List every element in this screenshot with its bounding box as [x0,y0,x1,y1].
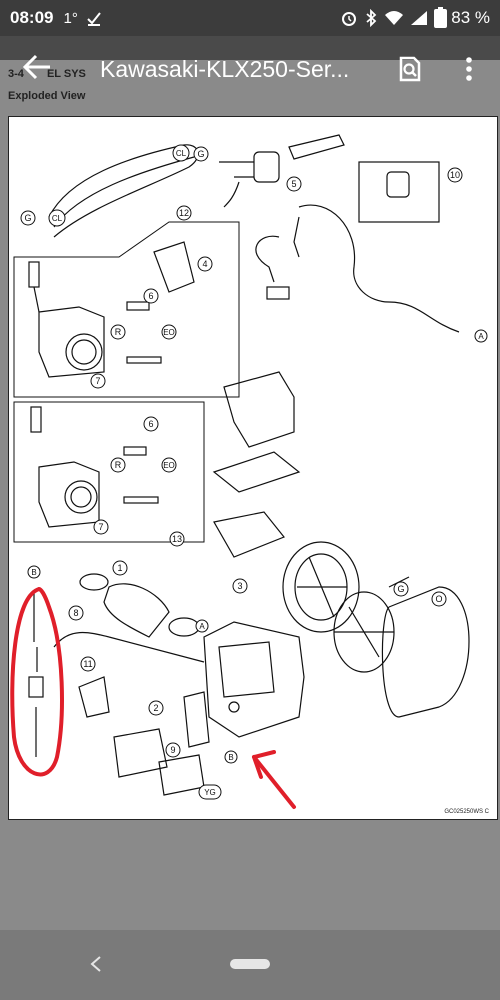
svg-text:CL: CL [176,149,187,158]
status-bar: 08:09 1° 83 % [0,0,500,36]
diagram-paper: 1 2 3 4 5 6 7 8 9 10 11 12 13 6 7 [8,116,498,820]
nav-home-pill[interactable] [230,959,270,969]
svg-text:1: 1 [117,563,122,573]
wifi-icon [385,11,404,25]
svg-text:CL: CL [52,214,63,223]
svg-text:A: A [199,622,205,631]
svg-text:12: 12 [179,208,189,218]
svg-text:A: A [478,332,484,341]
bluetooth-icon [366,9,377,27]
doc-section-number: 3-4 EL SYS [8,68,86,80]
svg-text:6: 6 [148,419,153,429]
svg-text:G: G [24,213,31,223]
battery-percent: 83 % [451,8,490,27]
svg-text:YG: YG [204,788,216,797]
navigation-bar [0,930,500,1000]
svg-text:11: 11 [83,659,92,669]
svg-text:13: 13 [172,534,182,544]
svg-text:4: 4 [202,259,207,269]
thermometer-icon: 1° [63,9,78,27]
status-time: 08:09 [10,8,54,27]
svg-text:O: O [435,594,442,604]
alarm-icon [342,12,357,26]
svg-text:3: 3 [237,581,242,591]
svg-text:5: 5 [291,179,296,189]
svg-text:7: 7 [95,376,100,386]
download-done-icon [87,12,101,26]
svg-text:10: 10 [450,170,460,180]
svg-text:2: 2 [153,703,158,713]
exploded-view-diagram: 1 2 3 4 5 6 7 8 9 10 11 12 13 6 7 [10,134,488,809]
svg-text:R: R [115,460,122,470]
search-in-document-icon[interactable] [397,56,423,82]
document-page[interactable]: 1 2 3 4 5 6 7 8 9 10 11 12 13 6 7 [0,108,500,930]
more-vert-icon[interactable] [462,56,476,82]
doc-subsection-title: Exploded View [8,90,86,102]
svg-text:7: 7 [98,522,103,532]
svg-text:G: G [397,584,404,594]
svg-text:B: B [228,753,233,762]
svg-text:EO: EO [163,328,175,337]
svg-text:8: 8 [73,608,78,618]
svg-text:6: 6 [148,291,153,301]
battery-icon [434,6,448,28]
back-arrow-icon[interactable] [22,52,52,82]
red-annotation-markup [10,587,296,809]
svg-text:9: 9 [170,745,175,755]
svg-text:G: G [197,149,204,159]
signal-icon [411,11,428,25]
app-bar: 3-4 EL SYS Exploded View Kawasaki-KLX250… [0,36,500,108]
svg-text:EO: EO [163,461,175,470]
svg-text:B: B [31,568,36,577]
nav-back-icon[interactable] [88,954,104,974]
svg-text:R: R [115,327,122,337]
document-title: Kawasaki-KLX250-Ser... [100,56,350,82]
diagram-code: GC025250WS C [444,809,489,815]
